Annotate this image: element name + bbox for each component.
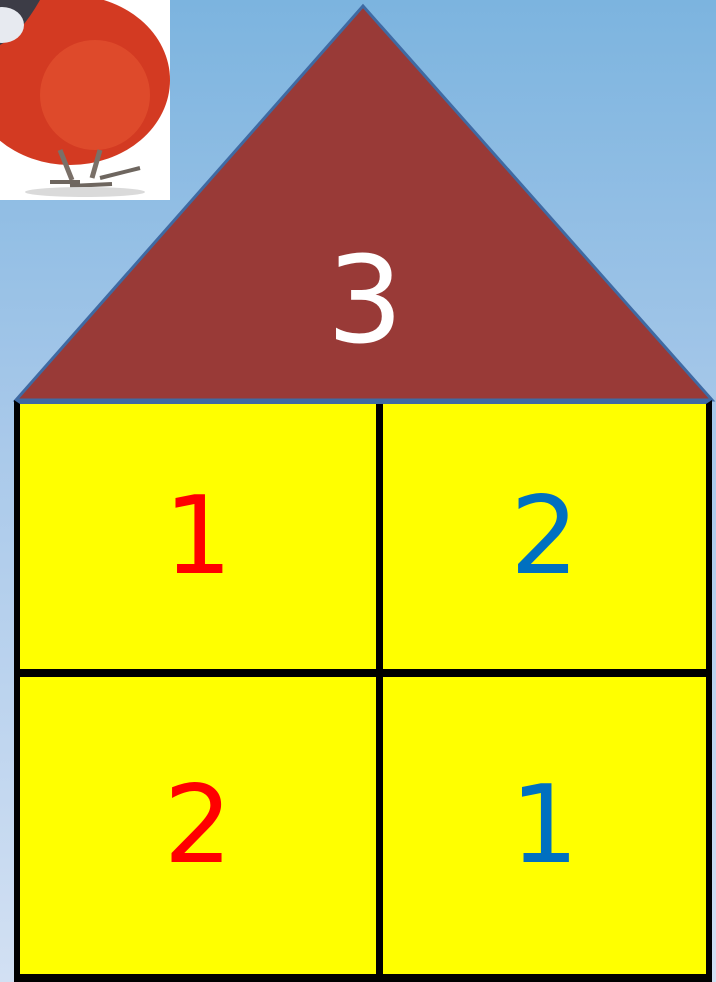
cell-bottom-right: 1 [383, 677, 706, 974]
horizontal-divider [20, 669, 706, 677]
cell-top-left: 1 [20, 404, 376, 669]
cell-top-right: 2 [383, 404, 706, 669]
vertical-divider [376, 404, 383, 974]
cell-bottom-left: 2 [20, 677, 376, 974]
house-walls: 1 2 2 1 [14, 400, 712, 982]
roof-number: 3 [300, 232, 430, 372]
